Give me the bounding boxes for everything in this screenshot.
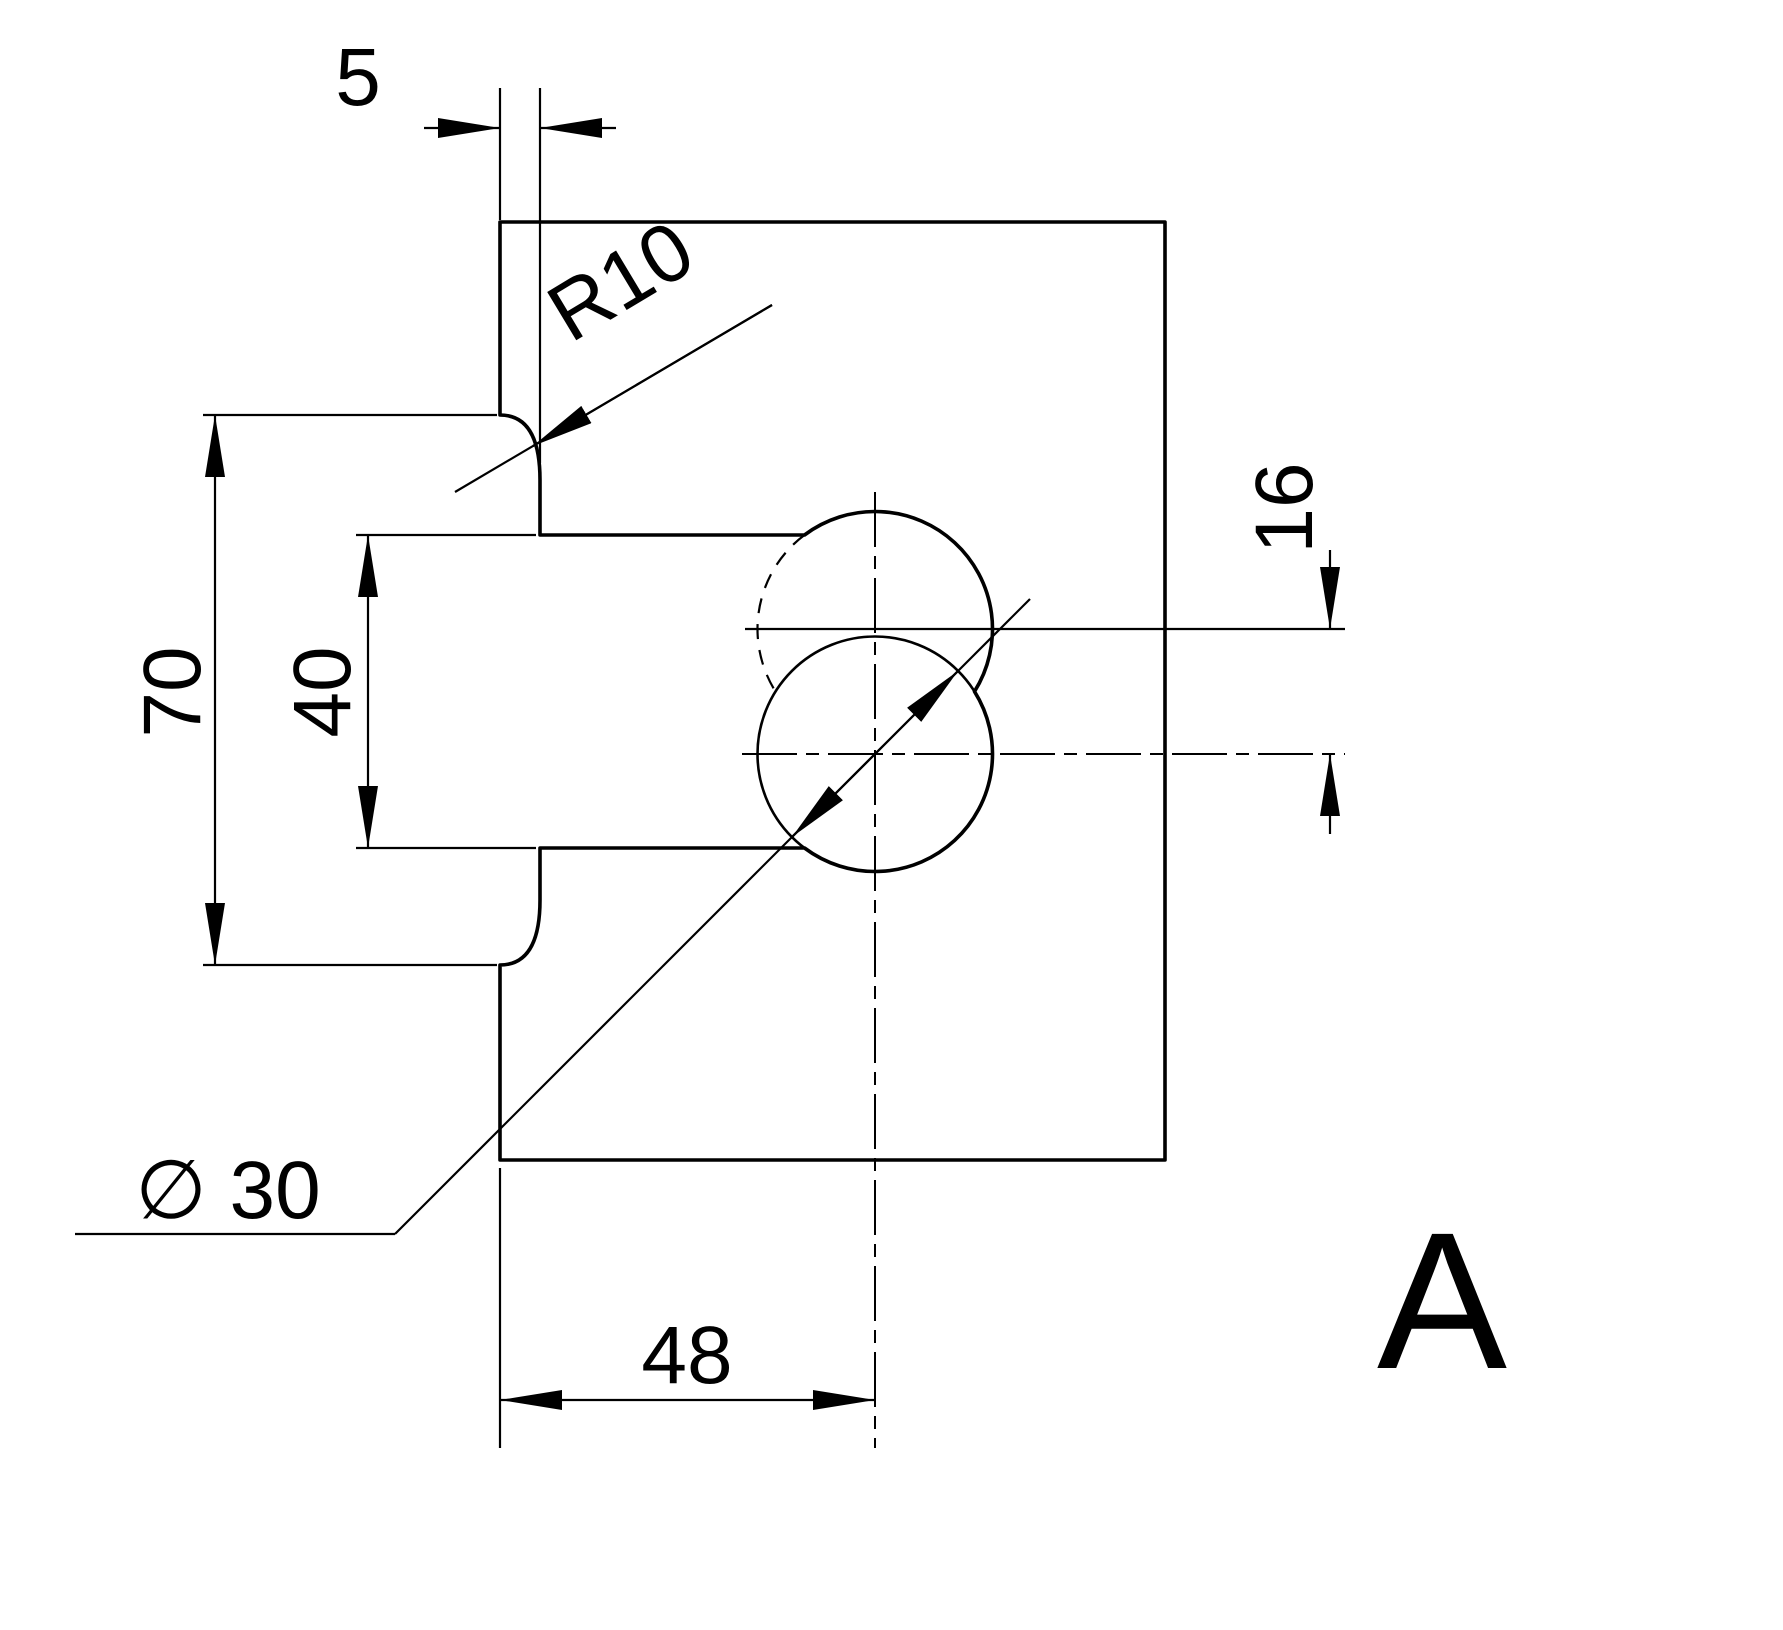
glass-panel xyxy=(498,220,1167,1162)
dim-text-r10: R10 xyxy=(533,204,709,359)
dim-text-70: 70 xyxy=(127,646,218,737)
dim-hole-depth: 48 xyxy=(498,1168,875,1448)
dim-edge-offset: 5 xyxy=(335,32,616,463)
dim-text-5: 5 xyxy=(335,32,381,123)
dim-corner-radius: R10 xyxy=(454,204,773,493)
centerlines xyxy=(742,492,1345,1448)
leader-arrow xyxy=(532,304,773,447)
dim-hole-diameter: ∅ 30 xyxy=(75,598,1031,1236)
dim-text-dia30: ∅ 30 xyxy=(135,1145,320,1236)
diameter-arrow xyxy=(874,670,959,755)
dim-text-16: 16 xyxy=(1239,462,1330,553)
dim-slot-height: 40 xyxy=(277,533,536,850)
dim-text-40: 40 xyxy=(277,646,368,737)
dim-notch-height: 70 xyxy=(127,413,497,967)
diameter-arrow xyxy=(791,753,876,838)
dim-text-48: 48 xyxy=(641,1310,732,1401)
view-label: A xyxy=(1377,1192,1507,1410)
dim-hole-offset: 16 xyxy=(745,462,1345,834)
hidden-arc xyxy=(756,534,806,693)
